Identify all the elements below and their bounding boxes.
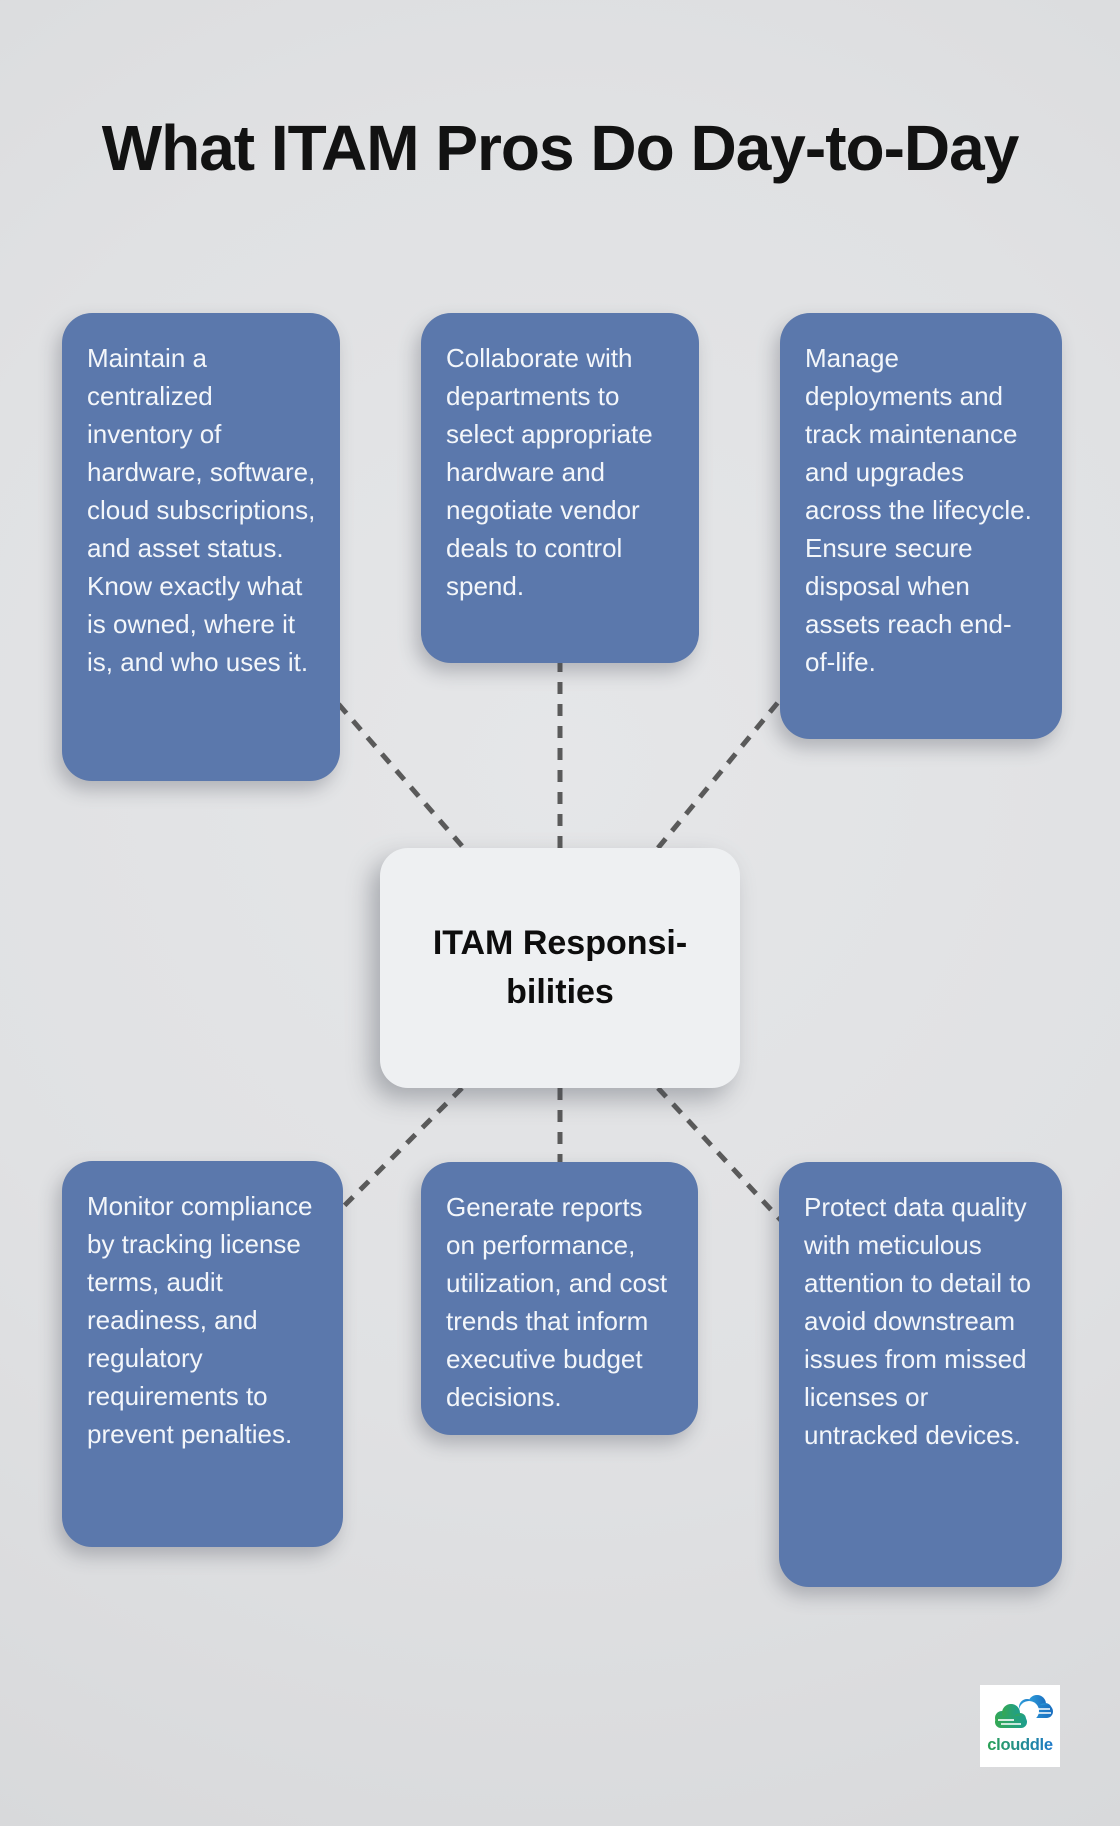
logo-brand-text: clouddle	[987, 1736, 1053, 1754]
card-procurement: Collaborate with departments to select a…	[421, 313, 699, 663]
card-compliance: Monitor compliance by tracking license t…	[62, 1161, 343, 1547]
center-node: ITAM Responsi- bilities	[380, 848, 740, 1088]
card-inventory: Maintain a centralized inventory of hard…	[62, 313, 340, 781]
card-text: Generate reports on performance, utiliza…	[446, 1192, 668, 1412]
card-text: Protect data quality with meticulous att…	[804, 1192, 1031, 1450]
card-data-quality: Protect data quality with meticulous att…	[779, 1162, 1062, 1587]
card-lifecycle: Manage deployments and track maintenance…	[780, 313, 1062, 739]
clouddle-logo: clouddle	[980, 1685, 1060, 1767]
page-title: What ITAM Pros Do Day-to-Day	[101, 112, 1020, 184]
center-label-line1: ITAM Responsi-	[432, 924, 688, 962]
card-text: Collaborate with departments to select a…	[446, 343, 653, 601]
card-text: Monitor compliance by tracking license t…	[87, 1191, 313, 1449]
card-text: Maintain a centralized inventory of hard…	[87, 343, 316, 677]
cloud-icon	[995, 1695, 1053, 1728]
center-node-label: ITAM Responsi- bilities	[433, 919, 687, 1017]
center-label-line2: bilities	[506, 973, 614, 1011]
card-reporting: Generate reports on performance, utiliza…	[421, 1162, 698, 1435]
card-text: Manage deployments and track maintenance…	[805, 343, 1032, 677]
